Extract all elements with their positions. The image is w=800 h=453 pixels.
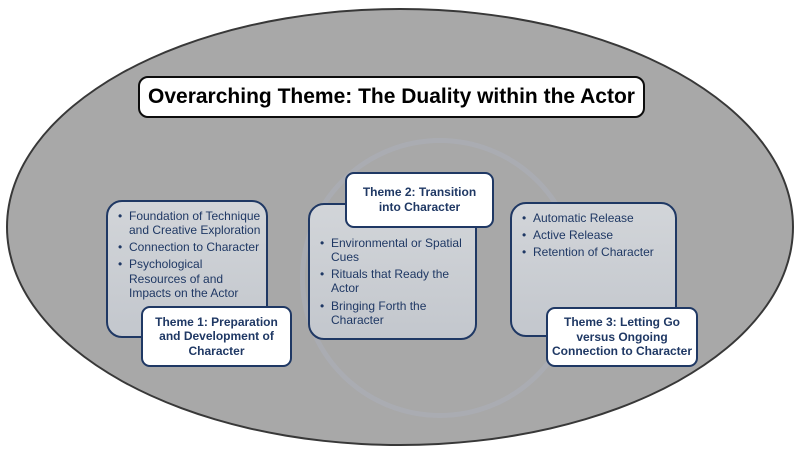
theme3-label-box: Theme 3: Letting Go versus Ongoing Conne… — [546, 307, 698, 367]
theme1-label: Theme 1: Preparation and Development of … — [155, 314, 278, 358]
overarching-theme-title-box: Overarching Theme: The Duality within th… — [138, 76, 645, 118]
theme3-bullet-list: Automatic Release Active Release Retenti… — [512, 204, 675, 266]
bullet-item: Active Release — [521, 228, 671, 242]
theme3-label: Theme 3: Letting Go versus Ongoing Conne… — [552, 315, 693, 359]
theme2-bullet-list: Environmental or Spatial Cues Rituals th… — [310, 205, 475, 334]
bullet-item: Environmental or Spatial Cues — [319, 236, 471, 264]
bullet-item: Rituals that Ready the Actor — [319, 267, 471, 295]
theme2-label-box: Theme 2: Transition into Character — [345, 172, 494, 228]
bullet-item: Bringing Forth the Character — [319, 299, 471, 327]
bullet-item: Connection to Character — [117, 240, 262, 254]
bullet-item: Foundation of Technique and Creative Exp… — [117, 209, 262, 237]
bullet-item: Retention of Character — [521, 245, 671, 259]
theme1-bullet-list: Foundation of Technique and Creative Exp… — [108, 202, 266, 307]
theme2-label: Theme 2: Transition into Character — [362, 185, 477, 214]
bullet-item: Automatic Release — [521, 211, 671, 225]
overarching-theme-title: Overarching Theme: The Duality within th… — [148, 85, 635, 108]
bullet-item: Psychological Resources of and Impacts o… — [117, 257, 262, 299]
theme1-label-box: Theme 1: Preparation and Development of … — [141, 306, 292, 367]
